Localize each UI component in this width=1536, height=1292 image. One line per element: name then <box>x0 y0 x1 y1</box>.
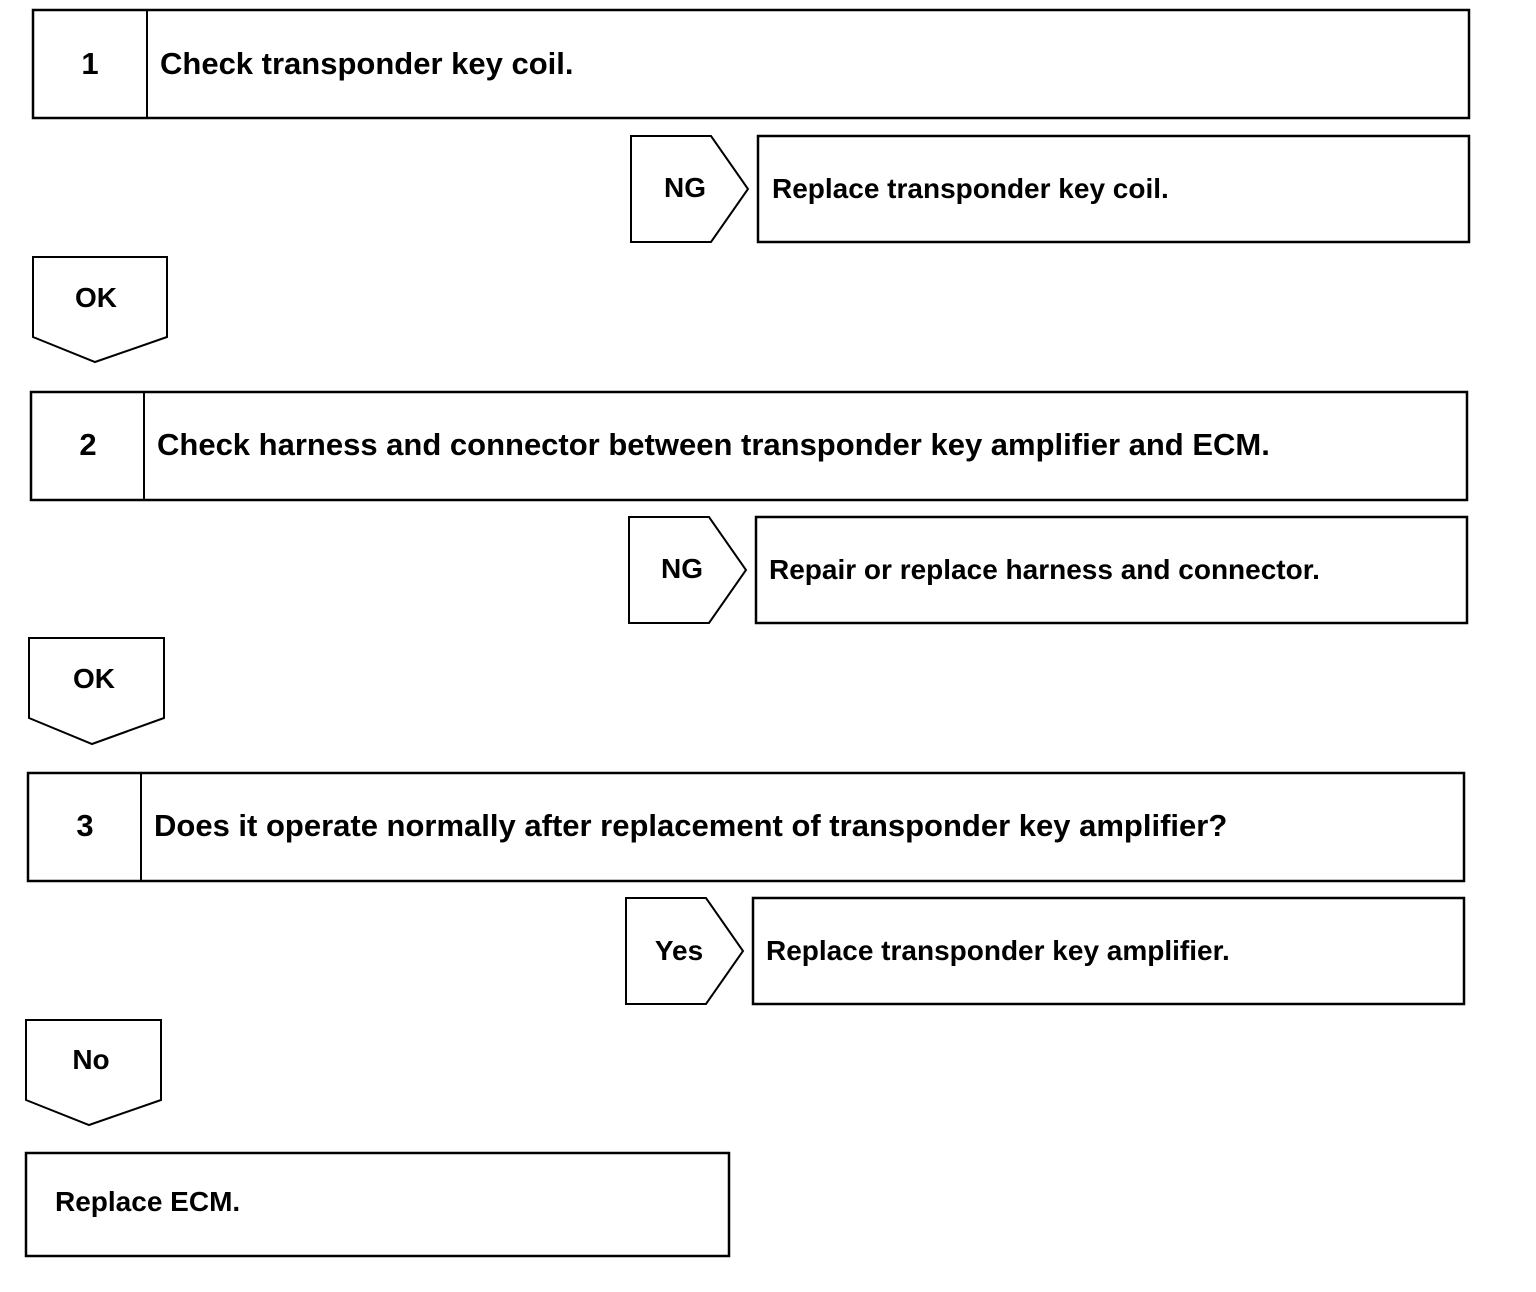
step-1-branch-action-box <box>756 134 1471 244</box>
step-2-branch: NG Repair or replace harness and connect… <box>628 515 1469 625</box>
step-2-continue-arrow <box>28 637 165 746</box>
step-1-box <box>31 8 1471 120</box>
step-3-branch-action-box <box>751 896 1466 1006</box>
step-1: 1 Check transponder key coil. <box>31 8 1471 120</box>
step-3-text: Does it operate normally after replaceme… <box>154 808 1227 843</box>
step-2-number: 2 <box>79 427 96 462</box>
step-1-text: Check transponder key coil. <box>160 46 573 81</box>
step-2-text: Check harness and connector between tran… <box>157 427 1270 462</box>
step-2-branch-arrow <box>628 516 748 624</box>
step-1-branch-arrow <box>630 135 750 243</box>
step-3-number: 3 <box>76 808 93 843</box>
step-1-continue-arrow <box>32 256 168 364</box>
step-3-branch-arrow <box>625 897 745 1005</box>
final-action: Replace ECM. <box>55 1186 240 1217</box>
step-1-branch: NG Replace transponder key coil. <box>630 134 1471 244</box>
step-2-continue-label: OK <box>73 663 115 694</box>
step-3-continue-label: No <box>72 1044 109 1075</box>
step-1-continue-label: OK <box>75 282 117 313</box>
step-2-branch-action: Repair or replace harness and connector. <box>769 554 1320 585</box>
step-3-branch-label: Yes <box>655 935 703 966</box>
step-2-continue: OK <box>28 637 165 746</box>
step-1-number: 1 <box>81 46 98 81</box>
final-action-box <box>24 1151 731 1258</box>
step-3-continue-arrow <box>25 1019 162 1127</box>
step-2-branch-label: NG <box>661 553 703 584</box>
step-3-continue: No <box>25 1019 162 1127</box>
step-2-branch-action-box <box>754 515 1469 625</box>
step-3: 3 Does it operate normally after replace… <box>26 771 1466 883</box>
step-3-box <box>26 771 1466 883</box>
step-1-continue: OK <box>32 256 168 364</box>
step-1-branch-action: Replace transponder key coil. <box>772 173 1169 204</box>
final-step: Replace ECM. <box>24 1151 731 1258</box>
step-1-branch-label: NG <box>664 172 706 203</box>
step-2-box <box>29 390 1469 502</box>
step-3-branch-action: Replace transponder key amplifier. <box>766 935 1230 966</box>
step-2: 2 Check harness and connector between tr… <box>29 390 1469 502</box>
step-3-branch: Yes Replace transponder key amplifier. <box>625 896 1466 1006</box>
